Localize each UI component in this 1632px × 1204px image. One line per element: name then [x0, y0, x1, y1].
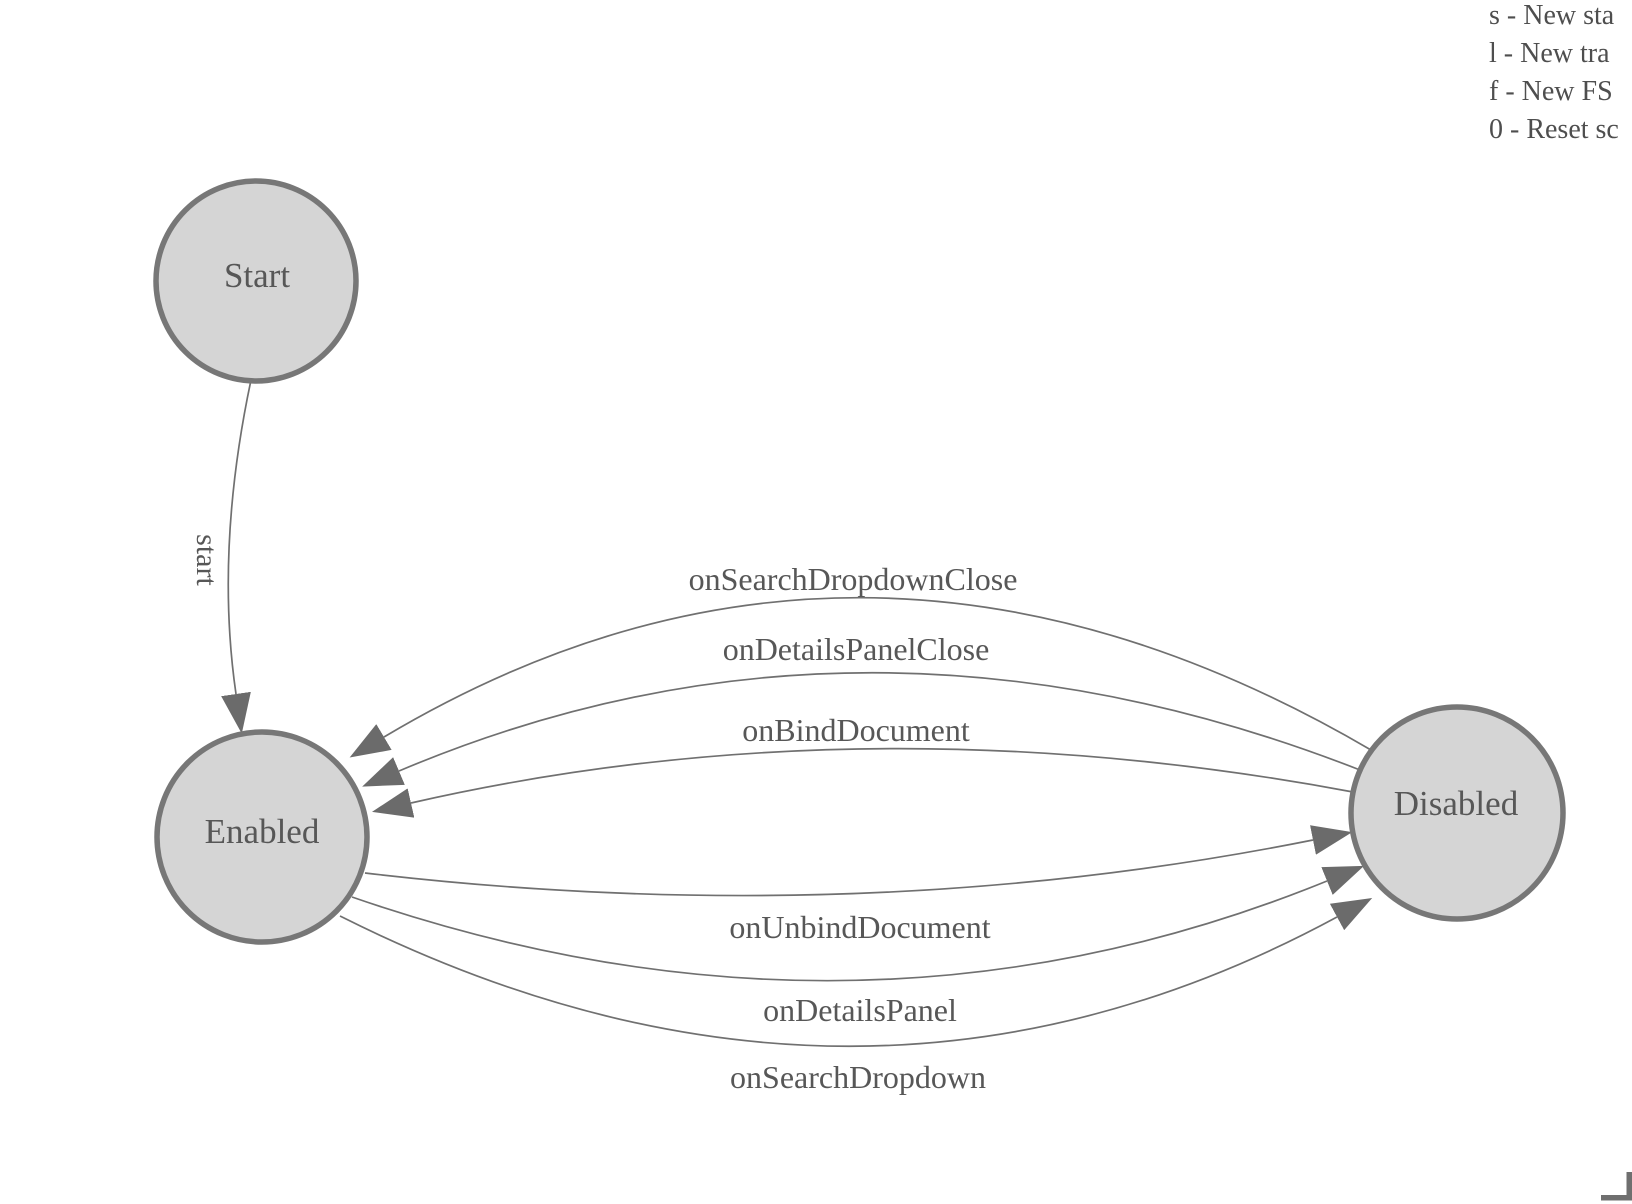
edge-label-onDetailsPanelClose[interactable]: onDetailsPanelClose — [723, 631, 990, 667]
edge-label-onSearchDropdown[interactable]: onSearchDropdown — [730, 1059, 986, 1095]
transition-start[interactable]: start — [190, 379, 252, 734]
state-enabled[interactable]: Enabled — [154, 729, 370, 945]
edge-path-onDetailsPanelClose[interactable] — [362, 671, 1361, 787]
legend: s - New sta l - New tra f - New FS 0 - R… — [1489, 0, 1619, 149]
transition-onDetailsPanel[interactable]: onDetailsPanel — [351, 865, 1365, 1028]
state-enabled-label: Enabled — [205, 812, 320, 851]
state-start-label: Start — [224, 256, 290, 295]
edge-path-onDetailsPanel[interactable] — [351, 865, 1365, 982]
edge-path-onBindDocument[interactable] — [372, 747, 1354, 818]
transition-onDetailsPanelClose[interactable]: onDetailsPanelClose — [362, 631, 1361, 787]
legend-item-reset: 0 - Reset sc — [1489, 114, 1619, 145]
edge-path-start[interactable] — [221, 379, 252, 734]
transition-onSearchDropdownClose[interactable]: onSearchDropdownClose — [349, 561, 1372, 758]
legend-item-new-transition: l - New tra — [1489, 38, 1610, 69]
edge-label-onDetailsPanel[interactable]: onDetailsPanel — [763, 992, 957, 1028]
transition-onBindDocument[interactable]: onBindDocument — [372, 712, 1354, 818]
state-enabled-circle[interactable] — [154, 729, 370, 945]
edge-label-onUnbindDocument[interactable]: onUnbindDocument — [729, 909, 990, 945]
edge-path-onSearchDropdownClose[interactable] — [349, 596, 1372, 758]
edge-label-start[interactable]: start — [190, 534, 223, 586]
state-disabled[interactable]: Disabled — [1348, 704, 1566, 922]
state-start-circle[interactable] — [153, 178, 359, 384]
edge-label-onSearchDropdownClose[interactable]: onSearchDropdownClose — [689, 561, 1018, 597]
transition-onUnbindDocument[interactable]: onUnbindDocument — [364, 825, 1353, 945]
state-disabled-circle[interactable] — [1348, 704, 1566, 922]
state-disabled-label: Disabled — [1394, 784, 1519, 823]
edge-path-onSearchDropdown[interactable] — [339, 897, 1373, 1047]
edge-path-onUnbindDocument[interactable] — [364, 825, 1353, 897]
canvas-frame-corner — [1601, 1172, 1632, 1201]
transition-onSearchDropdown[interactable]: onSearchDropdown — [339, 897, 1373, 1095]
legend-item-new-state: s - New sta — [1489, 0, 1615, 31]
state-start[interactable]: Start — [153, 178, 359, 384]
legend-item-new-fsm: f - New FS — [1489, 76, 1613, 107]
edge-label-onBindDocument[interactable]: onBindDocument — [742, 712, 970, 748]
